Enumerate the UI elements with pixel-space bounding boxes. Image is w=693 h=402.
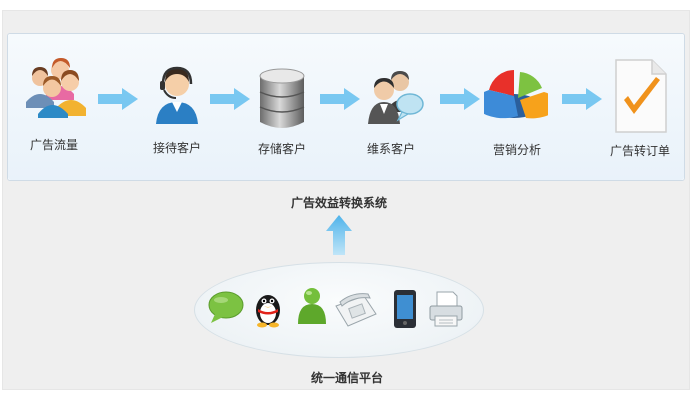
pie-chart-icon	[484, 70, 548, 119]
chat-bubble-icon	[208, 291, 244, 323]
database-icon	[259, 68, 305, 128]
up-arrow-icon	[326, 215, 352, 255]
order-document-icon	[615, 59, 667, 133]
flow-arrow-icon	[562, 88, 602, 110]
users-chat-icon	[368, 71, 424, 124]
platform-title: 统一通信平台	[310, 371, 384, 385]
step-label: 存储客户	[257, 142, 307, 156]
step-label: 广告流量	[29, 138, 79, 152]
flow-arrow-icon	[320, 88, 360, 110]
fax-printer-icon	[429, 291, 463, 327]
flow-arrow-icon	[440, 88, 480, 110]
system-title: 广告效益转换系统	[290, 196, 388, 210]
step-label: 广告转订单	[609, 144, 671, 158]
headset-agent-icon	[156, 66, 198, 124]
flow-arrow-icon	[210, 88, 250, 110]
mobile-phone-icon	[394, 290, 416, 328]
flow-arrow-icon	[98, 88, 138, 110]
people-group-icon	[26, 58, 86, 118]
telephone-icon	[335, 293, 377, 327]
qq-penguin-icon	[256, 295, 280, 328]
messenger-user-icon	[298, 288, 326, 324]
step-label: 营销分析	[492, 143, 542, 157]
step-label: 维系客户	[366, 142, 416, 156]
step-label: 接待客户	[152, 141, 202, 155]
